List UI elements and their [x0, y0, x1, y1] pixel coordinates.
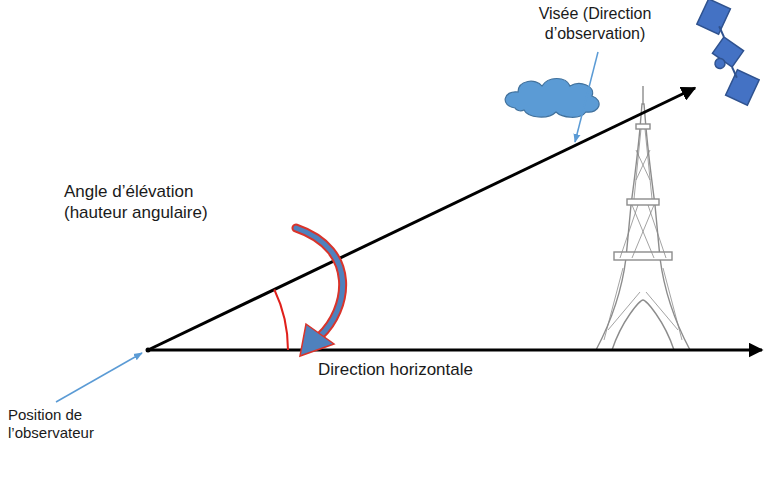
- cloud: [505, 79, 599, 118]
- horizontal-arrow: [148, 349, 762, 352]
- horizontal-label: Direction horizontale: [318, 360, 508, 381]
- angle-arc: [274, 290, 288, 351]
- observer-label: Position de l’observateur: [8, 406, 118, 443]
- leader-line: [56, 353, 142, 402]
- observer-point: [146, 348, 151, 353]
- sight-label: Visée (Direction d’observation): [495, 4, 695, 43]
- sight-arrow: [148, 88, 695, 350]
- eiffel-tower: [596, 86, 690, 350]
- curved-arrow: [296, 228, 343, 356]
- leader-line: [575, 52, 598, 142]
- angle-label: Angle d’élévation (hauteur angulaire): [64, 182, 229, 223]
